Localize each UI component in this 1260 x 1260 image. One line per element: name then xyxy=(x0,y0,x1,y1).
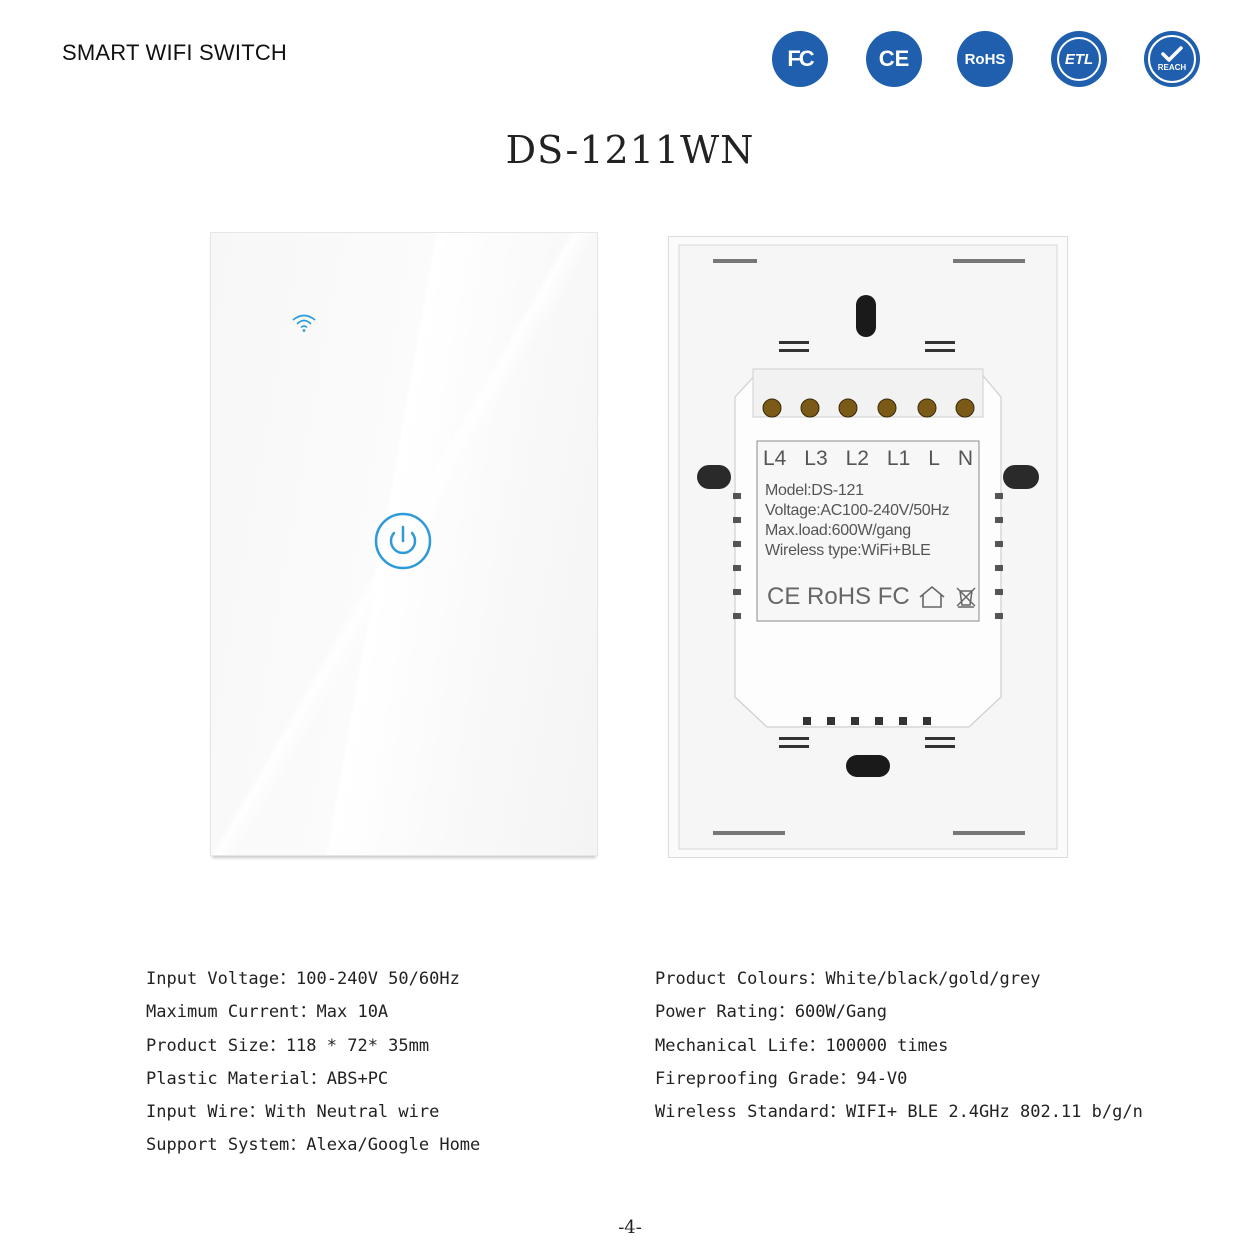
spec-item: Plastic Material：ABS+PC xyxy=(146,1068,389,1089)
spec-item: Fireproofing Grade：94-V0 xyxy=(655,1068,908,1089)
label-line: Model:DS-121 xyxy=(765,482,864,499)
page-number: -4- xyxy=(618,1217,642,1238)
spec-item: Mechanical Life：100000 times xyxy=(655,1035,949,1056)
terminal-label: L4 xyxy=(763,447,787,470)
terminal-labels: L4 L3 L2 L1 L N xyxy=(763,447,973,471)
front-panel-image xyxy=(210,232,598,856)
terminal-label: N xyxy=(957,447,973,470)
etl-logo: ETL xyxy=(1051,31,1107,87)
back-panel-image: L4 L3 L2 L1 L N Model:DS-121 Voltage:AC1… xyxy=(668,236,1068,858)
terminal-label: L2 xyxy=(845,447,869,470)
wifi-icon xyxy=(292,314,316,332)
spec-item: Input Wire：With Neutral wire xyxy=(146,1102,440,1123)
weee-bin-icon xyxy=(956,587,976,608)
spec-item: Support System：Alexa/Google Home xyxy=(146,1135,481,1156)
rohs-logo: RoHS xyxy=(957,31,1013,87)
spec-item: Product Colours：White/black/gold/grey xyxy=(655,969,1041,989)
spec-item: Input Voltage：100-240V 50/60Hz xyxy=(146,969,460,989)
reach-logo: REACH xyxy=(1144,31,1200,87)
checkmark-icon xyxy=(1161,46,1183,62)
fcc-logo: FC xyxy=(772,31,828,87)
certification-logos: FC CE RoHS ETL REACH xyxy=(772,31,1202,89)
header-title: SMART WIFI SWITCH xyxy=(62,40,288,65)
label-line: Voltage:AC100-240V/50Hz xyxy=(765,502,950,519)
label-line: Max.load:600W/gang xyxy=(765,522,911,539)
spec-item: Product Size：118 * 72* 35mm xyxy=(146,1035,430,1056)
home-icon xyxy=(919,585,945,608)
compliance-marks: CE RoHS FC xyxy=(767,583,978,611)
spec-item: Power Rating：600W/Gang xyxy=(655,1002,887,1023)
spec-item: Maximum Current：Max 10A xyxy=(146,1002,389,1023)
terminal-label: L3 xyxy=(804,447,828,470)
label-line: Wireless type:WiFi+BLE xyxy=(765,542,931,559)
terminal-label: L1 xyxy=(886,447,911,470)
compliance-text: CE RoHS FC xyxy=(767,583,910,610)
ce-logo: CE xyxy=(866,31,922,87)
specs-right-column: Product Colours：White/black/gold/grey Po… xyxy=(655,963,1143,1129)
specs-left-column: Input Voltage：100-240V 50/60Hz Maximum C… xyxy=(146,963,480,1163)
terminal-label: L xyxy=(928,447,940,470)
spec-item: Wireless Standard：WIFI+ BLE 2.4GHz 802.1… xyxy=(655,1102,1143,1123)
device-label-text: Model:DS-121 Voltage:AC100-240V/50Hz Max… xyxy=(765,481,950,561)
model-number: DS-1211WN xyxy=(505,128,755,172)
power-icon[interactable] xyxy=(373,511,433,571)
